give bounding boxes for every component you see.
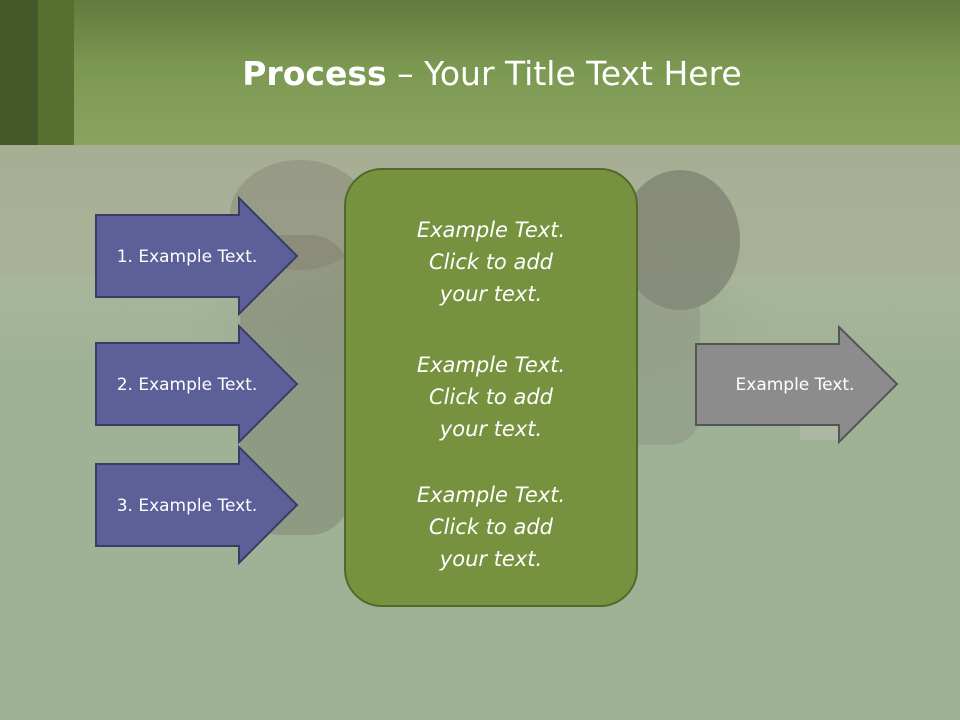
header-accent-mid [38, 0, 74, 145]
title-rest: – Your Title Text Here [386, 54, 742, 93]
center-line: your text. [439, 547, 543, 571]
output-arrow-label: Example Text. [735, 375, 855, 395]
center-line: Example Text. [416, 353, 566, 377]
center-line: Example Text. [416, 483, 566, 507]
center-line: Click to add [428, 385, 553, 409]
input-arrow-1[interactable]: 1. Example Text. [95, 195, 299, 317]
input-arrow-label: 2. Example Text. [116, 374, 258, 395]
input-arrow-shape [95, 195, 299, 317]
input-arrow-label: 3. Example Text. [116, 495, 258, 516]
input-arrow-label: 1. Example Text. [116, 246, 258, 267]
slide-title: Process – Your Title Text Here [0, 54, 960, 93]
output-arrow-shape [695, 324, 899, 445]
center-text-block-1: Example Text. Click to add your text. [346, 214, 636, 310]
center-text-block-2: Example Text. Click to add your text. [346, 349, 636, 445]
center-line: Click to add [428, 250, 553, 274]
input-arrow-shape [95, 323, 299, 445]
header-accent-dark [0, 0, 38, 145]
input-arrow-3[interactable]: 3. Example Text. [95, 444, 299, 566]
center-text-block-3: Example Text. Click to add your text. [346, 479, 636, 575]
input-arrow-shape [95, 444, 299, 566]
center-line: your text. [439, 282, 543, 306]
header-bar: Process – Your Title Text Here [0, 0, 960, 145]
output-arrow[interactable]: Example Text. [695, 324, 899, 445]
title-bold: Process [242, 54, 387, 93]
center-line: your text. [439, 417, 543, 441]
input-arrow-2[interactable]: 2. Example Text. [95, 323, 299, 445]
process-center-box[interactable]: Example Text. Click to add your text. Ex… [344, 168, 638, 607]
center-line: Click to add [428, 515, 553, 539]
center-line: Example Text. [416, 218, 566, 242]
